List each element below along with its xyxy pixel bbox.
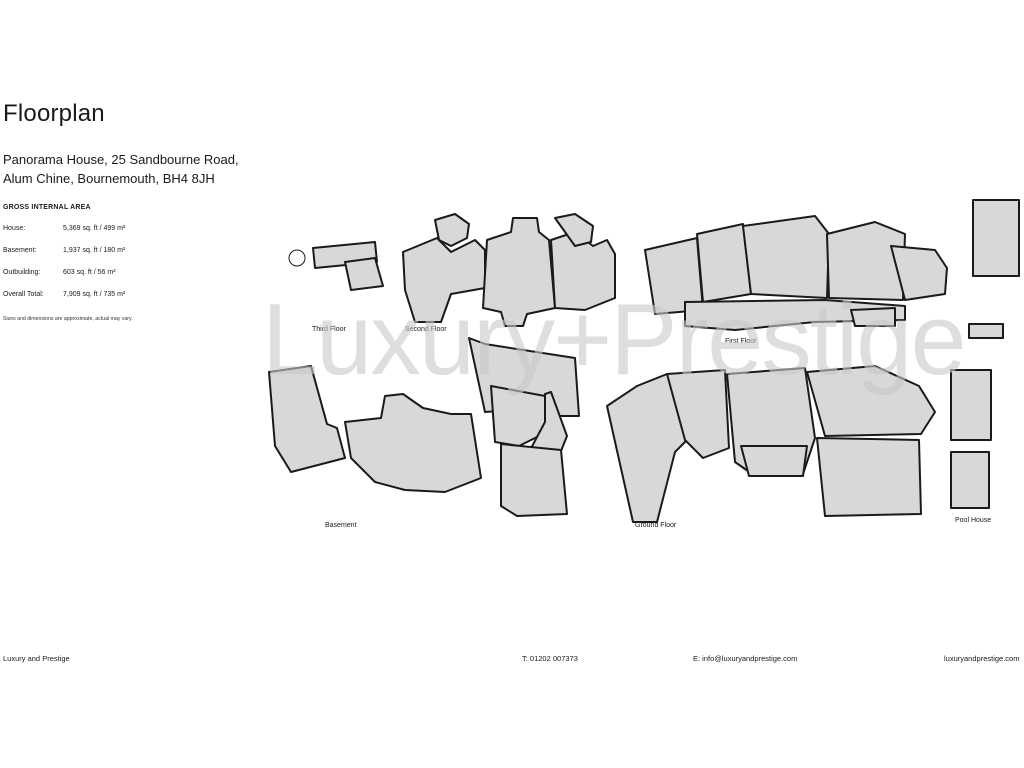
pool-house-plan	[950, 199, 1020, 509]
area-row-overall-total: Overall Total: 7,909 sq. ft / 735 m²	[3, 291, 125, 298]
area-value: 7,909 sq. ft / 735 m²	[63, 291, 126, 298]
floor-label-third: Third Floor	[312, 326, 347, 333]
footer-website[interactable]: luxuryandprestige.com	[944, 654, 1020, 663]
area-row-house: House: 5,369 sq. ft / 499 m²	[3, 225, 125, 232]
ground-floor-plan	[606, 365, 936, 523]
area-row-outbuilding: Outbuilding: 603 sq. ft / 56 m²	[3, 269, 116, 276]
property-address: Panorama House, 25 Sandbourne Road, Alum…	[3, 150, 239, 188]
footer-email[interactable]: E: info@luxuryandprestige.com	[693, 654, 798, 663]
area-label: Basement:	[3, 247, 37, 254]
third-floor-plan	[288, 241, 384, 291]
address-line-2: Alum Chine, Bournemouth, BH4 8JH	[3, 171, 215, 186]
area-disclaimer: Sizes and dimensions are approximate, ac…	[3, 316, 133, 322]
area-value: 5,369 sq. ft / 499 m²	[63, 225, 126, 232]
floorplan-drawing: Third Floor Second Floor First Floor Bas…	[268, 199, 1020, 529]
first-floor-plan	[644, 215, 948, 331]
floor-label-second: Second Floor	[405, 326, 447, 333]
floor-label-pool-house: Pool House	[955, 517, 991, 524]
area-label: Outbuilding:	[3, 269, 41, 276]
footer-company: Luxury and Prestige	[3, 654, 70, 663]
area-row-basement: Basement: 1,937 sq. ft / 180 m²	[3, 247, 125, 254]
floor-label-ground: Ground Floor	[635, 522, 677, 529]
area-value: 603 sq. ft / 56 m²	[63, 269, 116, 276]
area-label: Overall Total:	[3, 291, 44, 298]
footer-phone: T: 01202 007373	[522, 654, 578, 663]
floor-label-first: First Floor	[725, 338, 757, 345]
address-line-1: Panorama House, 25 Sandbourne Road,	[3, 152, 239, 167]
watermark-logo: Luxury+Prestige	[262, 284, 967, 396]
area-value: 1,937 sq. ft / 180 m²	[63, 247, 126, 254]
area-label: House:	[3, 225, 26, 232]
basement-plan	[268, 337, 580, 517]
floor-label-basement: Basement	[325, 522, 357, 529]
second-floor-plan	[402, 213, 616, 327]
page-title: Floorplan	[3, 100, 105, 127]
gross-internal-area-heading: GROSS INTERNAL AREA	[3, 204, 91, 211]
